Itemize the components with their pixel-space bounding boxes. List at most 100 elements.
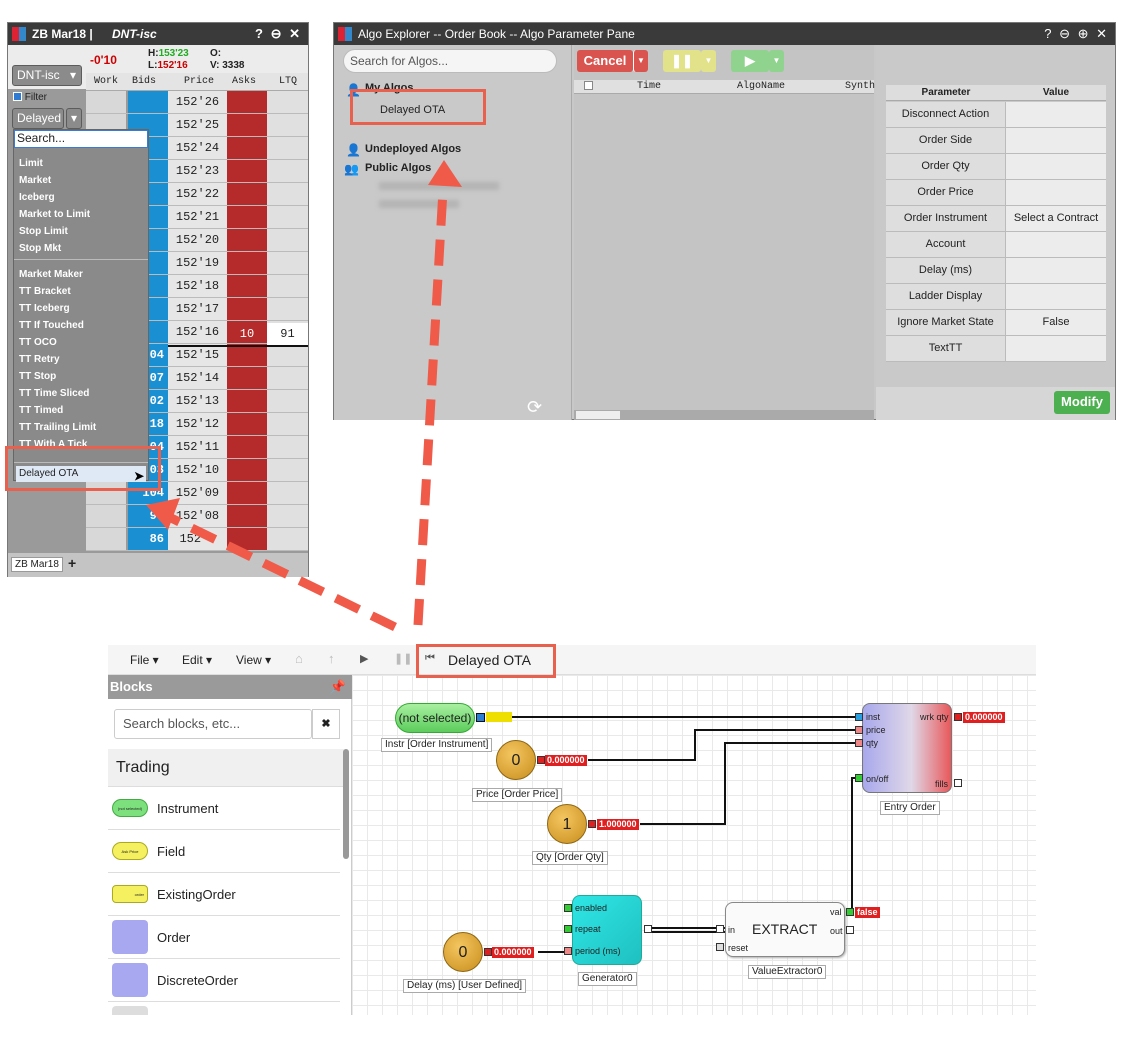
menu-item[interactable]: TT Iceberg xyxy=(19,303,70,314)
filter-checkbox[interactable] xyxy=(13,92,22,101)
price-cell[interactable]: 152'10 xyxy=(175,463,220,477)
price-cell[interactable]: 152'11 xyxy=(175,440,220,454)
price-cell[interactable]: 152'12 xyxy=(175,417,220,431)
menu-view[interactable]: View ▾ xyxy=(236,653,272,667)
price-cell[interactable]: 152'14 xyxy=(175,371,220,385)
port-icon[interactable] xyxy=(537,756,545,764)
menu-item[interactable]: TT Trailing Limit xyxy=(19,422,97,433)
port-icon[interactable] xyxy=(564,925,572,933)
menu-item[interactable]: TT Time Sliced xyxy=(19,388,90,399)
price-cell[interactable]: 152'17 xyxy=(175,302,220,316)
menu-item[interactable]: Market Maker xyxy=(19,269,83,280)
port-icon[interactable] xyxy=(484,948,492,956)
tab-zb-mar18[interactable]: ZB Mar18 xyxy=(11,557,63,572)
menu-item[interactable]: TT If Touched xyxy=(19,320,84,331)
price-cell[interactable]: 152'23 xyxy=(175,164,220,178)
price-cell[interactable]: 152'24 xyxy=(175,141,220,155)
play-icon[interactable]: ▶ xyxy=(360,653,369,665)
generator-node[interactable] xyxy=(572,895,642,965)
cancel-button[interactable]: Cancel xyxy=(577,50,633,72)
home-icon[interactable]: ⌂ xyxy=(295,651,303,666)
price-cell[interactable]: 152'19 xyxy=(175,256,220,270)
price-cell[interactable]: 152'08 xyxy=(175,509,220,523)
entry-order-node[interactable] xyxy=(862,703,952,793)
menu-item[interactable]: TT Bracket xyxy=(19,286,71,297)
param-value[interactable] xyxy=(1006,258,1106,283)
param-value[interactable] xyxy=(1006,180,1106,205)
menu-item[interactable]: Market to Limit xyxy=(19,209,91,220)
pin-icon[interactable]: 📌 xyxy=(329,679,346,694)
port-icon[interactable] xyxy=(954,779,962,787)
menu-item[interactable]: TT Stop xyxy=(19,371,57,382)
bid-qty-cell[interactable]: 18 xyxy=(149,417,164,431)
param-value[interactable] xyxy=(1006,232,1106,257)
port-icon[interactable] xyxy=(476,713,485,722)
price-cell[interactable]: 152'16 xyxy=(175,325,220,339)
param-value[interactable] xyxy=(1006,336,1106,361)
port-icon[interactable] xyxy=(855,726,863,734)
chevron-down-icon[interactable]: ▼ xyxy=(701,50,716,72)
menu-item[interactable]: TT OCO xyxy=(19,337,57,348)
modify-button[interactable]: Modify xyxy=(1054,391,1110,414)
order-type-dropdown[interactable]: Delayed xyxy=(12,108,64,129)
chevron-down-icon[interactable]: ▼ xyxy=(769,50,784,72)
menu-search-input[interactable]: Search... xyxy=(14,130,148,148)
menu-item[interactable]: Market xyxy=(19,175,52,186)
port-icon[interactable] xyxy=(846,908,854,916)
tree-public[interactable]: Public Algos xyxy=(365,162,432,174)
menu-item-delayed-ota[interactable]: Delayed OTA xyxy=(16,466,146,482)
price-cell[interactable]: 152'26 xyxy=(175,95,220,109)
price-cell[interactable]: 152'09 xyxy=(175,486,220,500)
param-value[interactable] xyxy=(1006,128,1106,153)
delay-node[interactable]: 0 xyxy=(443,932,483,972)
tree-undeployed[interactable]: Undeployed Algos xyxy=(365,143,462,155)
port-icon[interactable] xyxy=(644,925,652,933)
asks-column[interactable] xyxy=(227,91,267,551)
price-cell[interactable]: 152'22 xyxy=(175,187,220,201)
sidebar-scrollbar[interactable] xyxy=(343,749,349,859)
tree-item-delayed-ota[interactable]: Delayed OTA xyxy=(380,104,446,116)
port-icon[interactable] xyxy=(564,947,572,955)
price-cell[interactable]: 152'21 xyxy=(175,210,220,224)
ask-qty[interactable]: 10 xyxy=(239,327,255,341)
refresh-icon[interactable]: ⟳ xyxy=(527,397,543,417)
menu-item[interactable]: Stop Mkt xyxy=(19,243,62,254)
pause-icon[interactable]: ❚❚ xyxy=(663,50,701,72)
menu-item[interactable]: Limit xyxy=(19,158,43,169)
step-back-icon[interactable]: ⏮ xyxy=(425,652,435,664)
menu-item[interactable]: TT Timed xyxy=(19,405,64,416)
block-discreteorder[interactable]: DiscreteOrder xyxy=(108,959,340,1002)
price-node[interactable]: 0 xyxy=(496,740,536,780)
price-cell[interactable]: 152'18 xyxy=(175,279,220,293)
port-icon[interactable] xyxy=(846,926,854,934)
extractor-node[interactable] xyxy=(725,902,845,957)
add-tab-button[interactable]: + xyxy=(68,555,77,571)
port-icon[interactable] xyxy=(855,739,863,747)
bid-qty-cell[interactable]: 04 xyxy=(149,348,164,362)
price-cell[interactable]: 152'15 xyxy=(175,348,220,362)
window-controls-icon[interactable]: ? ⊖ ⊕ ✕ xyxy=(1044,26,1109,41)
pause-icon[interactable]: ❚❚ xyxy=(394,653,413,665)
account-dropdown[interactable]: DNT-isc▾ xyxy=(12,65,82,86)
qty-node[interactable]: 1 xyxy=(547,804,587,844)
play-icon[interactable]: ▶ xyxy=(731,50,769,72)
param-value[interactable] xyxy=(1006,102,1106,127)
select-all-checkbox[interactable] xyxy=(584,81,593,90)
scrollbar-thumb[interactable] xyxy=(576,411,620,419)
bid-qty-cell[interactable]: 02 xyxy=(149,394,164,408)
clear-search-icon[interactable]: ✖ xyxy=(312,709,340,739)
bid-qty-cell[interactable]: 07 xyxy=(149,371,164,385)
menu-item[interactable]: Iceberg xyxy=(19,192,55,203)
instrument-node[interactable]: (not selected) xyxy=(395,703,475,733)
menu-item[interactable]: TT Retry xyxy=(19,354,60,365)
bid-qty-cell[interactable]: 86 xyxy=(149,532,164,546)
port-icon[interactable] xyxy=(564,904,572,912)
param-value[interactable]: Select a Contract xyxy=(1006,206,1106,231)
menu-file[interactable]: File ▾ xyxy=(130,653,159,667)
price-cell[interactable]: 152'20 xyxy=(175,233,220,247)
port-icon[interactable] xyxy=(855,713,863,721)
menu-edit[interactable]: Edit ▾ xyxy=(182,653,213,667)
up-arrow-icon[interactable]: ↑ xyxy=(328,651,335,666)
port-icon[interactable] xyxy=(855,774,863,782)
